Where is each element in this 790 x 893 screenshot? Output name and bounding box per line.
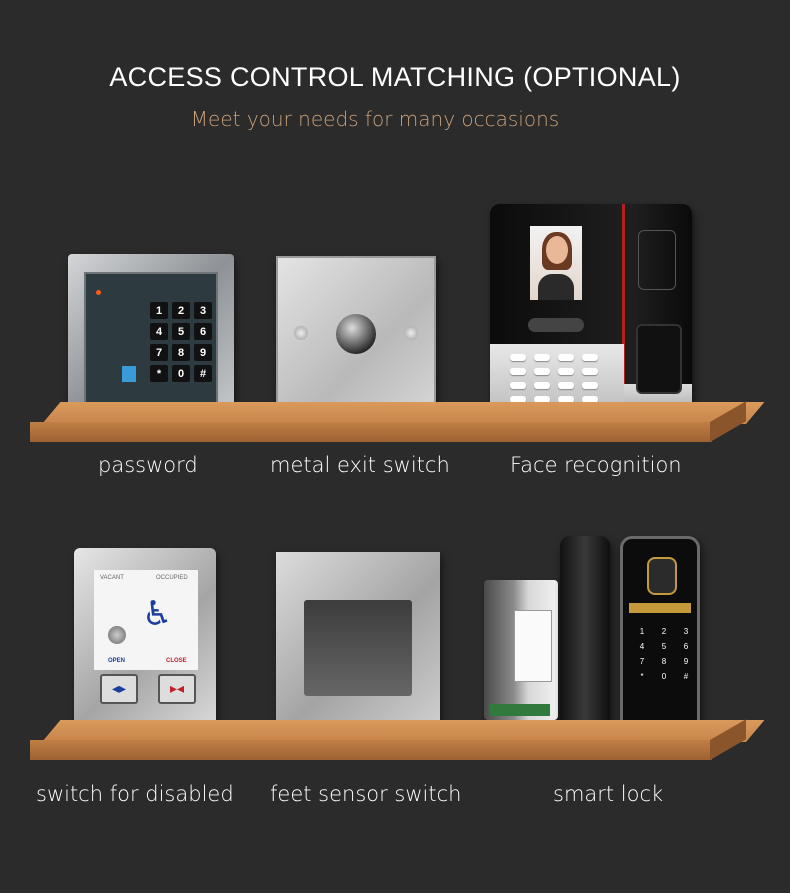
- key: 8: [661, 657, 667, 666]
- key: 4: [150, 323, 168, 340]
- page-subtitle: Meet your needs for many occasions: [190, 107, 560, 131]
- page-title: ACCESS CONTROL MATCHING (OPTIONAL): [109, 62, 681, 92]
- key: 1: [639, 627, 645, 636]
- sensor-recess: [304, 600, 412, 696]
- card-reader-icon: [638, 230, 676, 290]
- lock-controller-icon: [484, 580, 558, 720]
- lock-keypad: 1 2 3 4 5 6 7 8 9 * 0 #: [633, 627, 695, 681]
- foot-sensor-icon: [276, 552, 440, 730]
- label-feet-sensor-switch: feet sensor switch: [270, 782, 462, 806]
- key: 0: [661, 672, 667, 681]
- open-button-icon: ◂▸: [100, 674, 138, 704]
- key: 4: [639, 642, 645, 651]
- key: 5: [172, 323, 190, 340]
- open-label: OPEN: [108, 658, 126, 664]
- switch-faceplate: VACANT OCCUPIED ♿ OPEN CLOSE: [94, 570, 198, 670]
- controller-label: [514, 610, 552, 682]
- face-terminal-icon: [490, 204, 692, 414]
- smart-lock-panel-icon: 1 2 3 4 5 6 7 8 9 * 0 #: [620, 536, 700, 736]
- lock-band: [629, 603, 691, 613]
- close-button-icon: ▸◂: [158, 674, 196, 704]
- key: #: [683, 672, 689, 681]
- keypad-keys: 1 2 3 4 5 6 7 8 9 * 0 #: [150, 302, 212, 382]
- screw: [404, 326, 418, 340]
- key-icon: [108, 626, 126, 644]
- key: 1: [150, 302, 168, 319]
- key: 2: [661, 627, 667, 636]
- status-led: [96, 290, 101, 295]
- key: 5: [661, 642, 667, 651]
- key: *: [150, 365, 168, 382]
- bell-button: [122, 366, 136, 382]
- key: 9: [683, 657, 689, 666]
- shelf-bottom-row: [30, 719, 765, 760]
- label-switch-for-disabled: switch for disabled: [36, 782, 234, 806]
- vacant-label: VACANT: [100, 575, 124, 581]
- key: 6: [683, 642, 689, 651]
- label-password: password: [98, 453, 198, 477]
- key: #: [194, 365, 212, 382]
- key: *: [640, 672, 644, 681]
- fingerprint-sensor-icon: [636, 324, 682, 394]
- face-screen: [530, 226, 582, 300]
- body: [538, 274, 574, 300]
- accent-line: [622, 204, 625, 414]
- fingerprint-icon: [647, 557, 677, 595]
- key: 3: [683, 627, 689, 636]
- key: 2: [172, 302, 190, 319]
- keypad-panel: 1 2 3 4 5 6 7 8 9 * 0 #: [84, 272, 218, 404]
- key: 7: [639, 657, 645, 666]
- key: 9: [194, 344, 212, 361]
- screw: [294, 326, 308, 340]
- face: [546, 236, 568, 264]
- key: 6: [194, 323, 212, 340]
- camera-icon: [528, 318, 584, 332]
- wheelchair-icon: ♿: [142, 594, 173, 634]
- key: 8: [172, 344, 190, 361]
- occupied-label: OCCUPIED: [156, 575, 188, 581]
- label-smart-lock: smart lock: [553, 782, 664, 806]
- keypad-icon: 1 2 3 4 5 6 7 8 9 * 0 #: [68, 254, 234, 417]
- shelf-top-row: [30, 401, 765, 442]
- key: 3: [194, 302, 212, 319]
- smart-lock-icon: [560, 536, 610, 736]
- label-face-recognition: Face recognition: [510, 453, 682, 477]
- close-label: CLOSE: [166, 658, 187, 664]
- key: 0: [172, 365, 190, 382]
- exit-push-button: [336, 314, 376, 354]
- exit-button-icon: [276, 256, 436, 416]
- label-metal-exit-switch: metal exit switch: [270, 453, 450, 477]
- key: 7: [150, 344, 168, 361]
- terminal-block: [490, 704, 550, 716]
- disabled-switch-icon: VACANT OCCUPIED ♿ OPEN CLOSE ◂▸ ▸◂: [74, 548, 216, 734]
